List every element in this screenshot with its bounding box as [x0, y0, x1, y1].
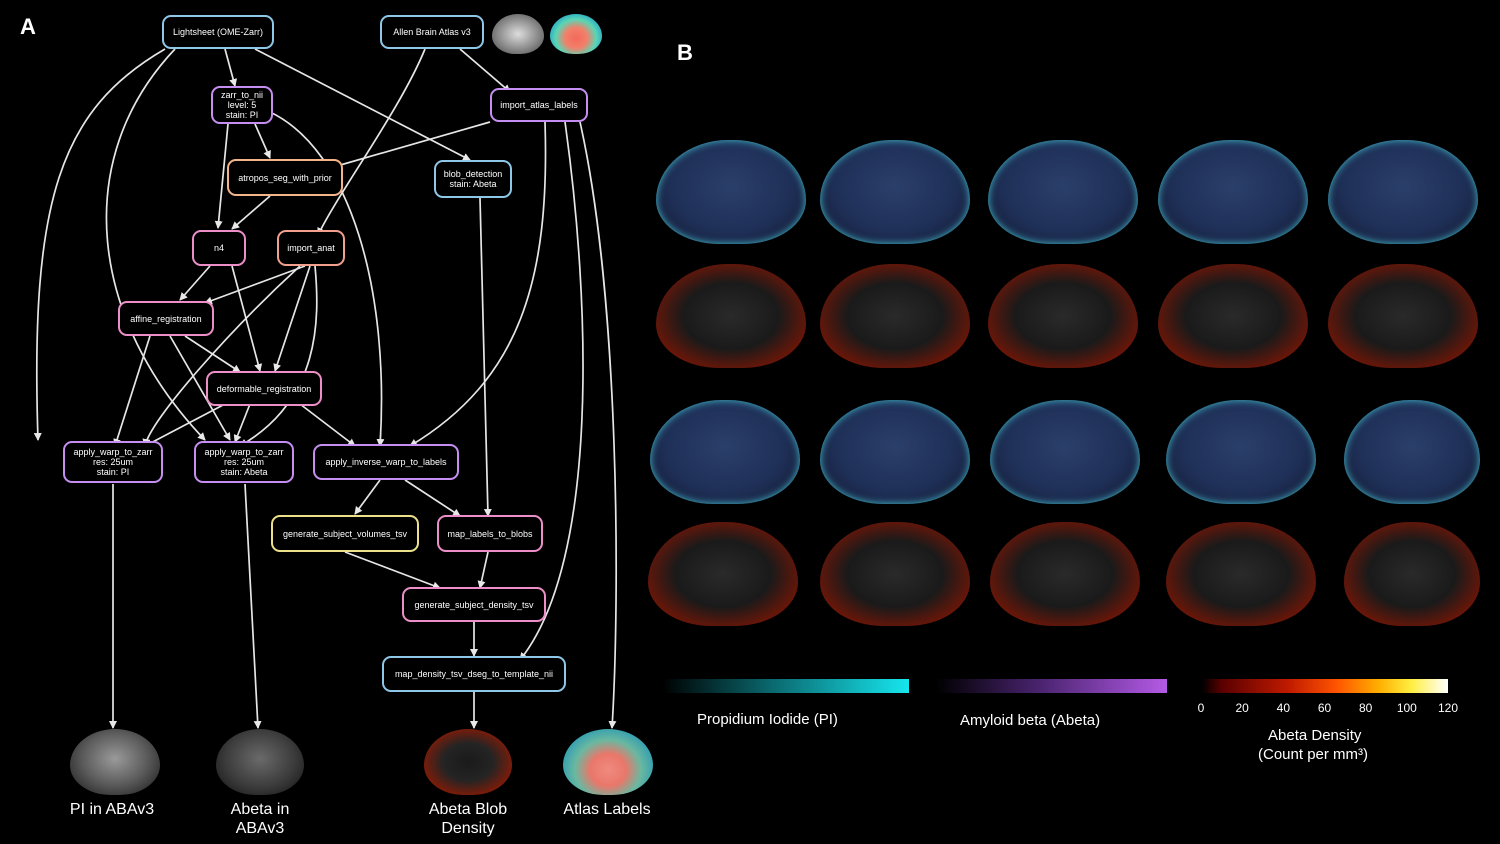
- node-map-density-to-template: map_density_tsv_dseg_to_template_nii: [382, 656, 566, 692]
- density-tick-label: 120: [1437, 701, 1459, 715]
- node-allen-brain-atlas: Allen Brain Atlas v3: [380, 15, 484, 49]
- brain-slice-image: [648, 522, 798, 626]
- output-label-density: Abeta Blob Density: [393, 800, 543, 838]
- node-generate-volumes-tsv: generate_subject_volumes_tsv: [271, 515, 419, 552]
- density-tick-label: 60: [1317, 701, 1332, 715]
- node-text: apply_warp_to_zarr: [73, 447, 153, 457]
- node-text: level: 5: [227, 100, 257, 110]
- abeta-colorbar: [936, 679, 1167, 693]
- brain-slice-image: [1328, 264, 1478, 368]
- node-text: import_atlas_labels: [500, 100, 578, 110]
- brain-slice-image: [1344, 522, 1480, 626]
- brain-slice-image: [1166, 400, 1316, 504]
- brain-slice-image: [990, 400, 1140, 504]
- brain-row-density-1: [648, 260, 1488, 372]
- brain-row-pi-2: [648, 396, 1488, 508]
- brain-slice-image: [1158, 140, 1308, 244]
- output-label-atlas: Atlas Labels: [532, 800, 682, 819]
- brain-slice-image: [656, 264, 806, 368]
- node-lightsheet: Lightsheet (OME-Zarr): [162, 15, 274, 49]
- density-colorbar-title: Abeta Density: [1268, 727, 1362, 744]
- node-text: apply_inverse_warp_to_labels: [325, 457, 447, 467]
- output-label-line: Abeta in: [230, 801, 290, 818]
- node-deformable-registration: deformable_registration: [206, 371, 322, 406]
- output-label-line: ABAv3: [235, 820, 285, 837]
- node-text: affine_registration: [130, 313, 202, 324]
- output-label-line: Atlas Labels: [563, 801, 651, 818]
- node-text: res: 25um: [223, 457, 265, 467]
- node-text: stain: Abeta: [449, 179, 497, 189]
- density-tick-label: 20: [1235, 701, 1249, 715]
- node-import-atlas-labels: import_atlas_labels: [490, 88, 588, 122]
- node-text: apply_warp_to_zarr: [204, 447, 284, 457]
- atlas-labels-output-thumbnail: [563, 729, 653, 795]
- brain-slice-image: [1158, 264, 1308, 368]
- brain-slice-image: [820, 400, 970, 504]
- abeta-colorbar-label: Amyloid beta (Abeta): [960, 712, 1101, 729]
- node-text: map_labels_to_blobs: [447, 528, 533, 539]
- brain-row-pi-1: [648, 136, 1488, 248]
- node-text: n4: [213, 243, 224, 253]
- node-apply-warp-pi: apply_warp_to_zarr res: 25um stain: PI: [63, 441, 163, 483]
- node-text: Allen Brain Atlas v3: [393, 27, 471, 37]
- node-text: atropos_seg_with_prior: [238, 172, 332, 183]
- node-map-labels-to-blobs: map_labels_to_blobs: [437, 515, 543, 552]
- density-colorbar-units: (Count per mm³): [1258, 746, 1369, 763]
- abeta-output-thumbnail: [216, 729, 304, 795]
- pi-colorbar-label: Propidium Iodide (PI): [697, 711, 838, 728]
- node-text: zarr_to_nii: [220, 90, 264, 100]
- density-tick-label: 40: [1276, 701, 1290, 715]
- atlas-grey-thumbnail: [492, 14, 544, 54]
- atlas-color-thumbnail: [550, 14, 602, 54]
- output-label-line: Abeta Blob: [428, 801, 508, 818]
- density-output-thumbnail: [424, 729, 512, 795]
- brain-slice-image: [820, 264, 970, 368]
- node-generate-density-tsv: generate_subject_density_tsv: [402, 587, 546, 622]
- node-n4: n4: [192, 230, 246, 266]
- node-import-anat: import_anat: [277, 230, 345, 266]
- brain-slice-image: [820, 140, 970, 244]
- brain-slice-image: [650, 400, 800, 504]
- output-label-line: PI in ABAv3: [69, 801, 155, 818]
- node-blob-detection: blob_detection stain: Abeta: [434, 160, 512, 198]
- brain-slice-image: [1344, 400, 1480, 504]
- panel-b-label: B: [677, 40, 693, 65]
- brain-slice-image: [988, 264, 1138, 368]
- node-text: Lightsheet (OME-Zarr): [172, 27, 264, 37]
- node-text: stain: PI: [225, 110, 259, 120]
- node-text: res: 25um: [92, 457, 134, 467]
- density-colorbar: [1202, 679, 1448, 693]
- node-text: blob_detection: [443, 169, 503, 179]
- node-text: stain: PI: [96, 467, 130, 477]
- pi-output-thumbnail: [70, 729, 160, 795]
- node-text: map_density_tsv_dseg_to_template_nii: [394, 669, 554, 679]
- node-text: generate_subject_density_tsv: [414, 599, 534, 610]
- panel-a-label: A: [20, 14, 36, 39]
- brain-slice-image: [990, 522, 1140, 626]
- output-label-line: Density: [441, 820, 495, 837]
- node-zarr-to-nii: zarr_to_nii level: 5 stain: PI: [211, 86, 273, 124]
- node-text: stain: Abeta: [220, 467, 268, 477]
- density-tick-label: 0: [1197, 701, 1205, 715]
- node-text: deformable_registration: [216, 383, 312, 394]
- pi-colorbar: [662, 679, 909, 693]
- node-atropos-seg: atropos_seg_with_prior: [227, 159, 343, 196]
- node-apply-warp-abeta: apply_warp_to_zarr res: 25um stain: Abet…: [194, 441, 294, 483]
- brain-slice-image: [1166, 522, 1316, 626]
- brain-slice-image: [656, 140, 806, 244]
- output-label-pi: PI in ABAv3: [37, 800, 187, 819]
- node-affine-registration: affine_registration: [118, 301, 214, 336]
- brain-slice-image: [988, 140, 1138, 244]
- node-apply-inverse-warp: apply_inverse_warp_to_labels: [313, 444, 459, 480]
- density-tick-label: 100: [1396, 701, 1417, 715]
- node-text: import_anat: [287, 243, 335, 253]
- density-tick-label: 80: [1358, 701, 1373, 715]
- brain-slice-image: [820, 522, 970, 626]
- brain-row-density-2: [648, 518, 1488, 630]
- node-text: generate_subject_volumes_tsv: [282, 528, 408, 539]
- output-label-abeta: Abeta in ABAv3: [185, 800, 335, 838]
- brain-slice-image: [1328, 140, 1478, 244]
